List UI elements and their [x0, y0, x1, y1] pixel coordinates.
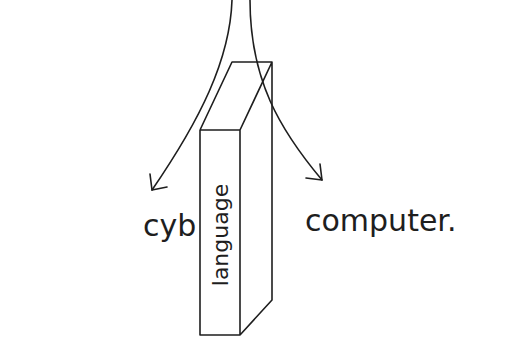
right-arrow [250, 0, 322, 180]
right-arrowhead [306, 164, 322, 180]
arrow-label: cyb [143, 208, 196, 243]
left-arrow [152, 0, 232, 190]
arrow-label: computer. [305, 203, 456, 238]
prism-box: language [195, 55, 280, 340]
left-arrowhead [150, 174, 167, 190]
box-label: language [208, 184, 233, 286]
